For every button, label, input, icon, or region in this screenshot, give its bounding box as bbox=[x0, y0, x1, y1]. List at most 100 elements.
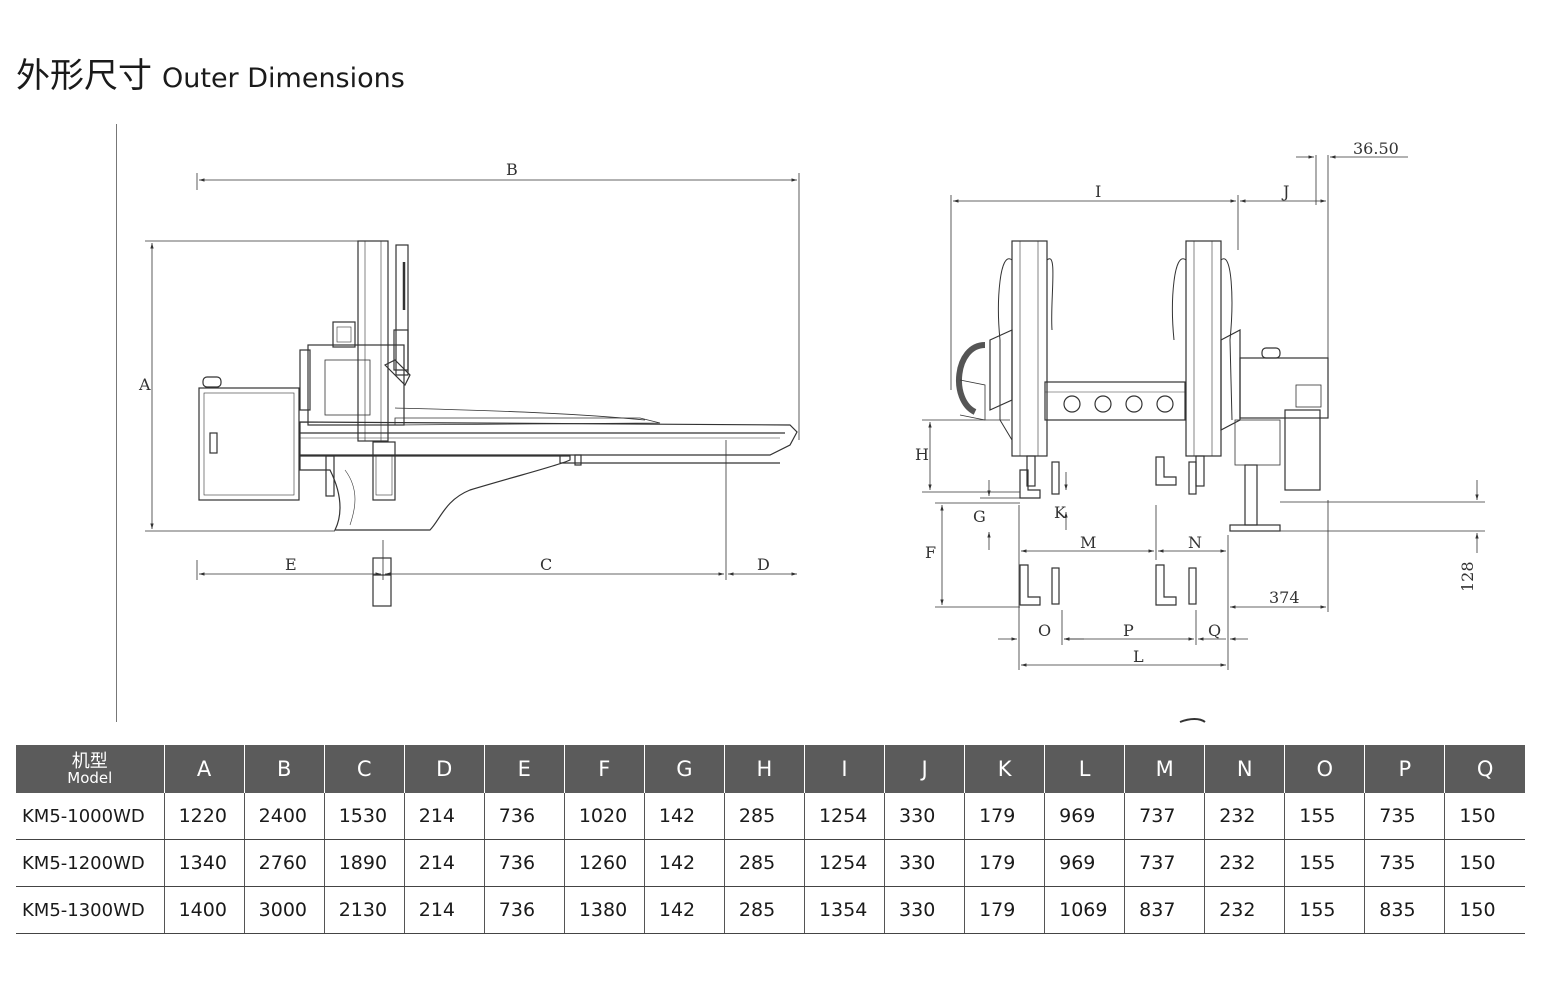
cell-value: 330 bbox=[884, 793, 966, 840]
cell-value: 1340 bbox=[164, 839, 245, 887]
cell-value: 736 bbox=[484, 839, 565, 887]
cell-value: 1354 bbox=[804, 886, 886, 934]
cell-value: 155 bbox=[1284, 886, 1366, 934]
dim-label-b: B bbox=[506, 160, 518, 179]
dim-label-l: L bbox=[1133, 647, 1144, 666]
cell-value: 736 bbox=[484, 793, 565, 840]
title-english: Outer Dimensions bbox=[162, 63, 405, 94]
cell-value: 214 bbox=[404, 839, 485, 887]
cell-value: 330 bbox=[884, 839, 966, 887]
header-c: C bbox=[324, 745, 405, 793]
cell-value: 179 bbox=[964, 793, 1046, 840]
cell-value: 969 bbox=[1044, 839, 1126, 887]
front-view-labels: I J 36.50 H G K F M N O P Q L 374 128 bbox=[915, 139, 1477, 666]
cell-value: 1069 bbox=[1044, 886, 1126, 934]
cell-value: 2400 bbox=[244, 793, 325, 840]
cell-value: 155 bbox=[1284, 793, 1366, 840]
dim-label-a: A bbox=[138, 375, 151, 394]
header-a: A bbox=[164, 745, 245, 793]
cell-value: 142 bbox=[644, 839, 725, 887]
dim-label-374: 374 bbox=[1269, 588, 1300, 607]
divider-line bbox=[116, 124, 117, 722]
cell-value: 736 bbox=[484, 886, 565, 934]
cell-value: 179 bbox=[964, 839, 1046, 887]
side-view-drawing bbox=[145, 173, 800, 607]
cell-value: 330 bbox=[884, 886, 966, 934]
cell-value: 150 bbox=[1444, 793, 1525, 840]
table-row: KM5-1200WD 1340 2760 1890 214 736 1260 1… bbox=[16, 839, 1525, 887]
cell-value: 214 bbox=[404, 793, 485, 840]
cell-value: 1254 bbox=[804, 839, 886, 887]
header-n: N bbox=[1204, 745, 1286, 793]
header-m: M bbox=[1124, 745, 1206, 793]
front-view-drawing bbox=[922, 155, 1485, 723]
header-o: O bbox=[1284, 745, 1366, 793]
title-chinese: 外形尺寸 bbox=[16, 56, 152, 96]
header-e: E bbox=[484, 745, 565, 793]
cell-value: 735 bbox=[1364, 793, 1446, 840]
dim-label-128: 128 bbox=[1458, 561, 1477, 592]
cell-value: 2760 bbox=[244, 839, 325, 887]
header-k: K bbox=[964, 745, 1046, 793]
cell-model: KM5-1300WD bbox=[16, 886, 165, 934]
dim-label-d: D bbox=[757, 555, 770, 574]
table-row: KM5-1300WD 1400 3000 2130 214 736 1380 1… bbox=[16, 886, 1525, 934]
header-p: P bbox=[1364, 745, 1446, 793]
header-model-cn: 机型 bbox=[71, 750, 108, 772]
cell-value: 232 bbox=[1204, 793, 1286, 840]
header-model-en: Model bbox=[67, 768, 113, 787]
page-title: 外形尺寸 Outer Dimensions bbox=[16, 48, 405, 98]
dim-label-p: P bbox=[1123, 621, 1134, 640]
cell-value: 285 bbox=[724, 793, 805, 840]
dim-label-f: F bbox=[925, 543, 936, 562]
cell-value: 150 bbox=[1444, 839, 1525, 887]
cell-value: 1400 bbox=[164, 886, 245, 934]
cell-value: 2130 bbox=[324, 886, 405, 934]
cell-value: 969 bbox=[1044, 793, 1126, 840]
side-view-labels: B A E C D bbox=[138, 160, 770, 574]
technical-drawing: B A E C D bbox=[138, 139, 1485, 723]
cell-value: 3000 bbox=[244, 886, 325, 934]
header-i: I bbox=[804, 745, 886, 793]
cell-value: 1220 bbox=[164, 793, 245, 840]
cell-value: 1020 bbox=[564, 793, 645, 840]
header-b: B bbox=[244, 745, 325, 793]
cell-model: KM5-1000WD bbox=[16, 793, 165, 840]
cell-value: 1380 bbox=[564, 886, 645, 934]
cell-value: 179 bbox=[964, 886, 1046, 934]
dim-label-i: I bbox=[1095, 182, 1101, 201]
header-d: D bbox=[404, 745, 485, 793]
cell-value: 1254 bbox=[804, 793, 886, 840]
dim-label-g: G bbox=[973, 507, 986, 526]
cell-value: 837 bbox=[1124, 886, 1206, 934]
cell-value: 737 bbox=[1124, 839, 1206, 887]
table-row: KM5-1000WD 1220 2400 1530 214 736 1020 1… bbox=[16, 793, 1525, 840]
header-q: Q bbox=[1444, 745, 1525, 793]
dim-label-o: O bbox=[1038, 621, 1051, 640]
header-j: J bbox=[884, 745, 966, 793]
cell-value: 285 bbox=[724, 839, 805, 887]
cell-value: 214 bbox=[404, 886, 485, 934]
cell-value: 232 bbox=[1204, 886, 1286, 934]
cell-value: 232 bbox=[1204, 839, 1286, 887]
dim-label-m: M bbox=[1080, 533, 1096, 552]
header-h: H bbox=[724, 745, 805, 793]
header-f: F bbox=[564, 745, 645, 793]
dim-label-3650: 36.50 bbox=[1353, 139, 1399, 158]
dim-label-c: C bbox=[540, 555, 552, 574]
dim-label-e: E bbox=[285, 555, 297, 574]
cell-value: 1530 bbox=[324, 793, 405, 840]
cell-value: 285 bbox=[724, 886, 805, 934]
cell-model: KM5-1200WD bbox=[16, 839, 165, 887]
cell-value: 737 bbox=[1124, 793, 1206, 840]
dim-label-n: N bbox=[1188, 533, 1202, 552]
cell-value: 835 bbox=[1364, 886, 1446, 934]
dim-label-k: K bbox=[1054, 503, 1067, 522]
header-l: L bbox=[1044, 745, 1126, 793]
dim-label-j: J bbox=[1281, 182, 1289, 201]
cell-value: 1260 bbox=[564, 839, 645, 887]
header-g: G bbox=[644, 745, 725, 793]
